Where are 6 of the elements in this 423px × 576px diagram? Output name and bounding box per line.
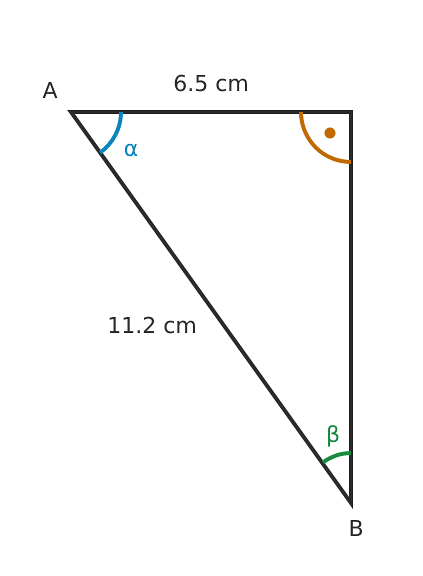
length-label: 11.2 cm bbox=[107, 316, 197, 338]
length-label: 6.5 cm bbox=[173, 74, 249, 96]
angle-label: α bbox=[124, 139, 138, 161]
vertex-label: B bbox=[348, 519, 364, 541]
angle-label: β bbox=[326, 425, 340, 447]
vertex-label: A bbox=[42, 81, 58, 103]
